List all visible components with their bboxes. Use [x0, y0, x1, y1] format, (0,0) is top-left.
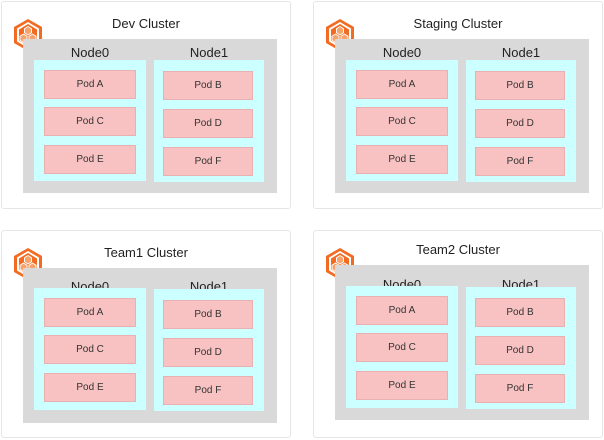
- node-0: Pod A Pod C Pod E: [346, 60, 458, 181]
- pod: Pod A: [44, 70, 136, 99]
- node-0: Pod A Pod C Pod E: [34, 60, 146, 181]
- cluster-title: Team2 Cluster: [416, 242, 500, 257]
- pod: Pod D: [475, 336, 565, 365]
- cluster-dev: Dev Cluster Node0 Node1 Pod A Pod C Pod …: [1, 1, 291, 209]
- cluster-team2: Team2 Cluster Node0 Node1 Pod A Pod C Po…: [313, 230, 603, 438]
- node-1: Pod B Pod D Pod F: [466, 60, 576, 182]
- pod: Pod B: [163, 71, 253, 100]
- pod: Pod D: [475, 109, 565, 138]
- pod: Pod E: [44, 373, 136, 402]
- pod: Pod A: [356, 296, 448, 325]
- pod: Pod E: [44, 145, 136, 174]
- pod: Pod B: [475, 298, 565, 327]
- cluster-title: Dev Cluster: [112, 16, 180, 31]
- node-label: Node1: [189, 45, 229, 60]
- node-label: Node0: [70, 45, 110, 60]
- cluster-staging: Staging Cluster Node0 Node1 Pod A Pod C …: [313, 1, 603, 209]
- node-0: Pod A Pod C Pod E: [346, 286, 458, 408]
- node-label: Node1: [501, 45, 541, 60]
- pod: Pod C: [44, 107, 136, 136]
- cluster-title: Team1 Cluster: [104, 245, 188, 260]
- pod: Pod A: [356, 70, 448, 99]
- pod: Pod F: [475, 147, 565, 176]
- pod: Pod A: [44, 298, 136, 327]
- node-0: Pod A Pod C Pod E: [34, 288, 146, 410]
- node-area: Node0 Node1 Pod A Pod C Pod E Pod B Pod …: [335, 39, 589, 193]
- pod: Pod B: [475, 71, 565, 100]
- cluster-title: Staging Cluster: [413, 16, 503, 31]
- node-1: Pod B Pod D Pod F: [154, 289, 264, 411]
- cluster-team1: Team1 Cluster Node0 Node1 Pod A Pod C Po…: [1, 230, 291, 438]
- pod: Pod F: [475, 374, 565, 403]
- pod: Pod E: [356, 145, 448, 174]
- node-1: Pod B Pod D Pod F: [154, 60, 264, 182]
- pod: Pod C: [356, 333, 448, 362]
- pod: Pod C: [44, 335, 136, 364]
- pod: Pod E: [356, 371, 448, 400]
- node-area: Node0 Node1 Pod A Pod C Pod E Pod B Pod …: [23, 268, 277, 423]
- node-1: Pod B Pod D Pod F: [466, 287, 576, 409]
- pod: Pod F: [163, 147, 253, 176]
- node-area: Node0 Node1 Pod A Pod C Pod E Pod B Pod …: [23, 39, 277, 193]
- node-area: Node0 Node1 Pod A Pod C Pod E Pod B Pod …: [335, 265, 589, 420]
- pod: Pod F: [163, 376, 253, 405]
- pod: Pod D: [163, 338, 253, 367]
- node-label: Node0: [382, 45, 422, 60]
- pod: Pod D: [163, 109, 253, 138]
- pod: Pod B: [163, 300, 253, 329]
- pod: Pod C: [356, 107, 448, 136]
